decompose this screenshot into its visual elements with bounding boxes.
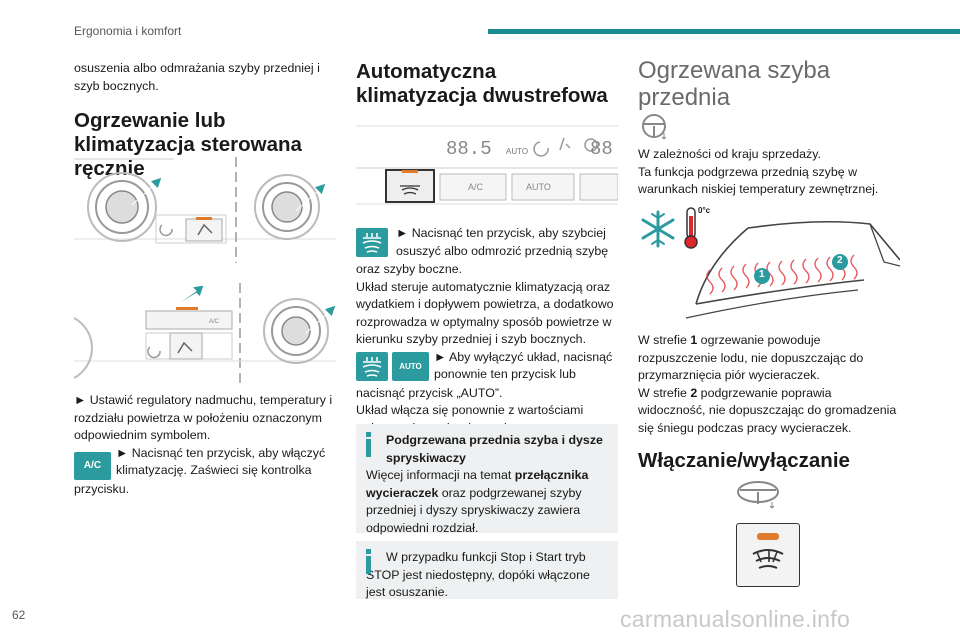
switch-off-line2: ponownie ten przycisk lub <box>434 367 576 381</box>
column-3-zones: W strefie 1 ogrzewanie powoduje rozpuszc… <box>638 332 900 473</box>
switch-off-line3: nacisnąć przycisk „AUTO”. <box>356 385 503 400</box>
zone-2-prefix: W strefie <box>638 385 691 400</box>
svg-text:A/C: A/C <box>209 319 220 325</box>
figure-heated-windscreen: 0°c 1 2 <box>638 202 900 320</box>
zone-1-prefix: W strefie <box>638 333 691 347</box>
step-press-ac-end: przycisku. <box>74 481 130 496</box>
zone-2-number: 2 <box>690 385 698 400</box>
info-box-stop-start: W przypadku funkcji Stop i Start tryb ST… <box>356 541 618 599</box>
info-box-body-part1: Więcej informacji na temat <box>366 468 515 482</box>
switch-off-line1: ► Aby wyłączyć układ, nacisnąć <box>434 349 613 364</box>
heated-windscreen-button-icon <box>752 533 784 569</box>
steering-wheel-icon-2 <box>736 480 784 510</box>
step-press-ac: ► Nacisnąć ten przycisk, aby włączyć <box>116 445 326 460</box>
steering-wheel-icon <box>638 113 674 141</box>
zone-2-label: 2 <box>837 255 843 266</box>
intro-text: osuszenia albo odmrażania szyby przednie… <box>74 61 320 93</box>
info-box-link-wiper-switch: przełącznika wycieraczek <box>366 468 589 500</box>
info-icon <box>366 432 372 457</box>
column-2: Automatyczna klimatyzacja dwustrefowa <box>356 60 618 108</box>
column-3: Ogrzewana szyba przednia <box>638 57 900 111</box>
zone-1-marker <box>754 268 770 284</box>
auto-description: Układ steruje automatycznie klimatyzacją… <box>356 279 614 347</box>
zone-1-label: 1 <box>759 269 765 280</box>
info-icon-2 <box>366 549 372 574</box>
section-heading-auto: Automatyczna klimatyzacja dwustrefowa <box>356 60 608 107</box>
auto-button-icon: AUTO <box>392 351 429 381</box>
info-box-heated-windscreen: Podgrzewana przednia szyba i dysze sprys… <box>356 424 618 535</box>
windscreen-defrost-icon <box>356 228 388 257</box>
windscreen-defrost-icon-2 <box>356 351 388 381</box>
heated-windscreen-button[interactable] <box>736 523 800 587</box>
section-heading-heated-windscreen: Ogrzewana szyba przednia <box>638 57 831 111</box>
step-adjust-regulators: ► Ustawić regulatory nadmuchu, temperatu… <box>74 393 333 442</box>
zone-2-description: W strefie 2 podgrzewanie poprawia widocz… <box>638 385 900 438</box>
svg-text:AUTO: AUTO <box>506 147 528 156</box>
panel-auto-button-label: AUTO <box>526 182 551 192</box>
defrost-step-line3: oraz szyby boczne. <box>356 262 463 276</box>
step-press-ac-cont: klimatyzację. Zaświeci się kontrolka <box>116 463 312 477</box>
column-2-text: ► Nacisnąć ten przycisk, aby szybciej os… <box>356 225 618 437</box>
defrost-step-line1: ► Nacisnąć ten przycisk, aby szybciej <box>396 226 606 240</box>
zone-2-text: podgrzewanie poprawia widoczność, nie do… <box>638 385 897 435</box>
zone-1-text: ogrzewanie powoduje rozpuszczenie lodu, … <box>638 333 864 382</box>
info-box-stop-start-text: W przypadku funkcji Stop i Start tryb ST… <box>366 550 590 599</box>
zone-1-description: W strefie 1 ogrzewanie powoduje rozpuszc… <box>638 332 900 385</box>
thermometer-icon <box>684 207 698 249</box>
column-1-steps: ► Ustawić regulatory nadmuchu, temperatu… <box>74 392 336 498</box>
info-box-title: Podgrzewana przednia szyba i dysze sprys… <box>386 433 603 465</box>
function-description: Ta funkcja podgrzewa przednią szybę w wa… <box>638 164 879 197</box>
header-accent-bar <box>488 29 960 34</box>
info-box-body-part3: oraz podgrzewanej szyby przedniej i dysz… <box>366 485 582 535</box>
snowflake-icon <box>641 210 675 248</box>
figure-manual-controls-top <box>74 157 336 263</box>
country-note: W zależności od kraju sprzedaży. <box>638 147 821 161</box>
section-heading-on-off: Włączanie/wyłączanie <box>638 449 850 472</box>
section-heading-manual: Ogrzewanie lub klimatyzacja sterowana rę… <box>74 109 302 180</box>
column-3-intro: W zależności od kraju sprzedaży. Ta funk… <box>638 146 900 199</box>
panel-display-right: 88 <box>590 138 613 160</box>
page-number: 62 <box>12 608 26 622</box>
info-box-body: Więcej informacji na temat przełącznika … <box>366 467 608 537</box>
panel-ac-button-label: A/C <box>468 182 484 192</box>
column-1: osuszenia albo odmrażania szyby przednie… <box>74 60 336 181</box>
zone-1-number: 1 <box>690 333 698 347</box>
panel-display-left: 88.5 <box>446 138 492 160</box>
watermark: carmanualsonline.info <box>620 606 851 632</box>
figure-auto-panel: AUTO 88.5 88 A/C AUTO <box>356 120 618 208</box>
header-section-title: Ergonomia i komfort <box>74 24 182 38</box>
ac-button-icon: A/C <box>74 451 111 480</box>
zone-2-marker <box>832 254 848 270</box>
temperature-label: 0°c <box>698 206 711 215</box>
defrost-step-line2: osuszyć albo odmrozić przednią szybę <box>396 243 609 258</box>
figure-manual-controls-bottom: A/C <box>74 283 336 386</box>
